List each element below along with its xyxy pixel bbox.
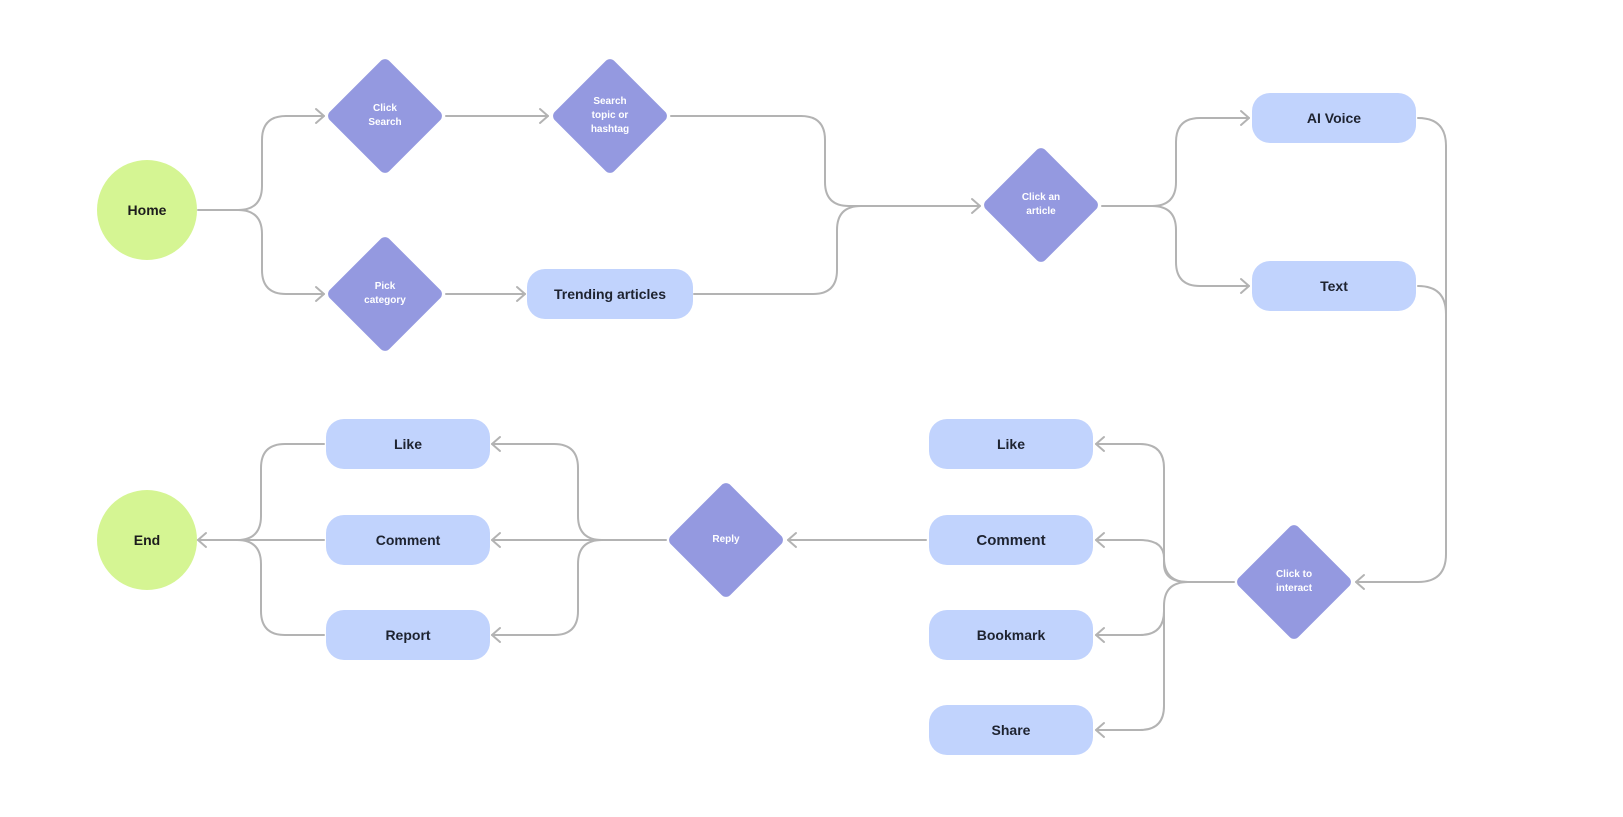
node-like-right: Like [929, 419, 1093, 469]
node-click-to-interact: Click to interact [1234, 522, 1354, 642]
connector-ai-voice-click-to-interact [1355, 117, 1447, 583]
arrowhead [1095, 627, 1105, 643]
connector-reply-report [491, 539, 603, 636]
connector-home-click-search [197, 115, 325, 211]
connector-reply-like [491, 443, 667, 541]
node-search-topic: Search topic or hashtag [550, 56, 670, 176]
node-comment-left: Comment [326, 515, 490, 565]
arrowhead [1095, 532, 1105, 548]
arrowhead [787, 532, 797, 548]
connector-interact-share [1095, 605, 1165, 731]
node-end: End [97, 490, 197, 590]
connector-interact-bookmark [1095, 581, 1189, 636]
arrowhead [1095, 436, 1105, 452]
connector-click-article-text [1151, 205, 1250, 287]
node-trending-articles: Trending articles [527, 269, 693, 319]
node-label: Click Search [368, 103, 402, 128]
arrowhead [539, 108, 549, 124]
node-label: Search topic or hashtag [590, 96, 630, 135]
arrowhead [1095, 722, 1105, 738]
node-like-left: Like [326, 419, 490, 469]
connector-home-pick-category [237, 209, 325, 295]
arrowhead [1240, 278, 1250, 294]
node-label: Reply [712, 534, 740, 545]
arrowhead [491, 627, 501, 643]
arrowhead [1355, 574, 1365, 590]
connector-report-end [236, 539, 325, 636]
node-label: Click an article [1021, 192, 1061, 217]
node-report: Report [326, 610, 490, 660]
node-bookmark: Bookmark [929, 610, 1093, 660]
arrowhead [315, 286, 325, 302]
arrowhead [516, 286, 526, 302]
arrowhead [491, 436, 501, 452]
connector-click-article-ai-voice [1101, 117, 1250, 207]
node-click-search: Click Search [325, 56, 445, 176]
connector-text-merge [1417, 285, 1447, 315]
connector-search-topic-click-article [670, 115, 981, 207]
node-ai-voice: AI Voice [1252, 93, 1416, 143]
node-share: Share [929, 705, 1093, 755]
connector-like-end [197, 443, 325, 541]
node-home: Home [97, 160, 197, 260]
node-label: Click to interact [1275, 569, 1313, 594]
arrowhead [315, 108, 325, 124]
arrowhead [1240, 110, 1250, 126]
node-pick-category: Pick category [325, 234, 445, 354]
arrowhead [971, 198, 981, 214]
connector-interact-comment [1095, 539, 1189, 583]
node-text: Text [1252, 261, 1416, 311]
arrowhead [491, 532, 501, 548]
connector-trending-click-article [693, 205, 862, 295]
node-reply: Reply [666, 480, 786, 600]
arrowhead [197, 532, 207, 548]
node-comment-right: Comment [929, 515, 1093, 565]
node-label: Pick category [364, 281, 406, 306]
node-click-article: Click an article [981, 145, 1101, 265]
